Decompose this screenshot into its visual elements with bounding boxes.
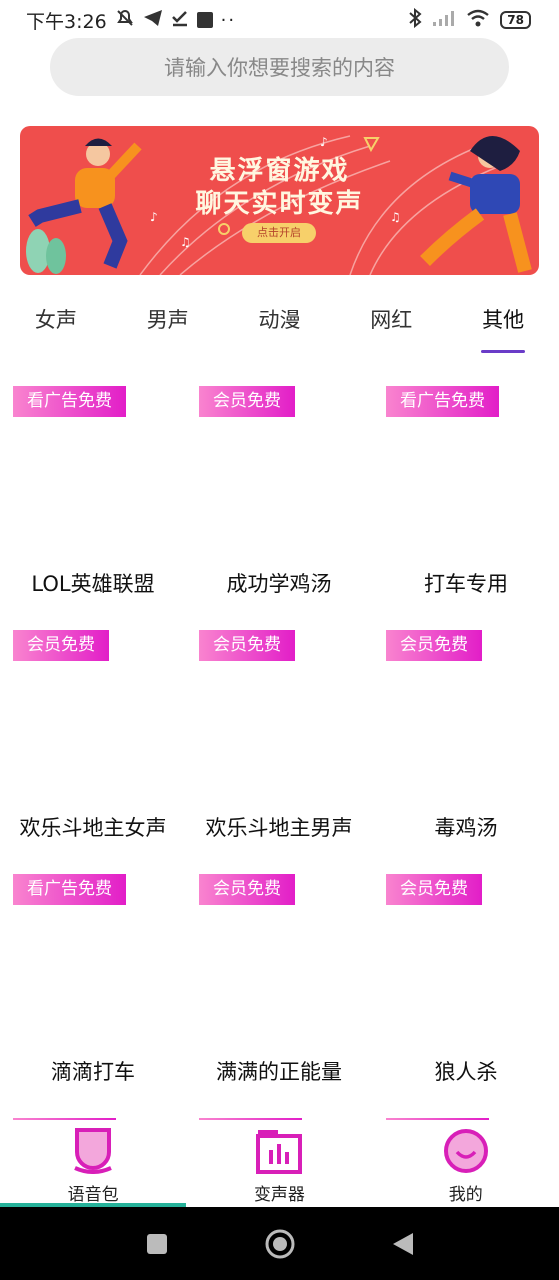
voice-pack-card[interactable]: 会员免费 成功学鸡汤 <box>186 386 372 630</box>
voice-pack-card[interactable]: 会员免费 毒鸡汤 <box>373 630 559 874</box>
status-bar: 下午3:26 ·· 78 <box>0 0 559 40</box>
dots-icon: ·· <box>220 9 237 31</box>
voice-pack-card[interactable]: 会员免费 欢乐斗地主女声 <box>0 630 186 874</box>
free-badge: 会员免费 <box>386 630 482 661</box>
free-badge: 会员免费 <box>199 874 295 905</box>
bluetooth-icon <box>408 7 422 33</box>
voice-pack-name: LOL英雄联盟 <box>31 572 155 596</box>
nav-voice-changer-label: 变声器 <box>253 1185 305 1205</box>
tab-other[interactable]: 其他 <box>482 308 525 332</box>
nav-profile[interactable]: 我的 <box>373 1120 559 1206</box>
voice-pack-name: 狼人杀 <box>434 1060 498 1084</box>
promo-banner[interactable]: ♪ ♫ ♪ ♫ 悬浮窗游戏 聊天实时变声 点击开启 <box>20 126 539 275</box>
voice-pack-name: 欢乐斗地主女声 <box>19 816 167 840</box>
nav-voice-changer[interactable]: 变声器 <box>186 1120 372 1206</box>
home-circle-icon <box>265 1229 294 1258</box>
profile-icon <box>442 1128 490 1178</box>
voice-pack-name: 毒鸡汤 <box>434 816 498 840</box>
free-badge: 看广告免费 <box>13 874 126 905</box>
square-icon <box>196 12 213 28</box>
svg-text:♫: ♫ <box>180 235 191 249</box>
battery-icon: 78 <box>500 11 531 29</box>
status-left: 下午3:26 ·· <box>26 7 236 34</box>
tab-influencer[interactable]: 网红 <box>370 308 413 332</box>
voice-pack-card[interactable]: 会员免费 欢乐斗地主男声 <box>186 630 372 874</box>
nav-active-indicator <box>0 1203 186 1207</box>
voice-pack-card[interactable]: 看广告免费 滴滴打车 <box>0 874 186 1118</box>
home-button[interactable] <box>264 1228 296 1260</box>
telegram-icon <box>143 9 163 32</box>
nav-voice-pack[interactable]: 语音包 <box>0 1120 186 1206</box>
banner-title-line1: 悬浮窗游戏 <box>209 156 350 186</box>
back-triangle-icon <box>392 1232 413 1255</box>
banner-open-button[interactable]: 点击开启 <box>242 223 316 243</box>
wifi-icon <box>466 9 490 32</box>
svg-text:♪: ♪ <box>320 135 328 149</box>
voice-pack-name: 成功学鸡汤 <box>226 572 332 596</box>
voice-pack-name: 打车专用 <box>424 572 508 596</box>
free-badge: 会员免费 <box>199 386 295 417</box>
nav-profile-label: 我的 <box>448 1185 483 1205</box>
free-badge: 看广告免费 <box>386 386 499 417</box>
voice-pack-icon <box>71 1128 115 1178</box>
free-badge: 会员免费 <box>13 630 109 661</box>
voice-pack-card[interactable]: 会员免费 狼人杀 <box>373 874 559 1118</box>
voice-pack-card[interactable]: 看广告免费 LOL英雄联盟 <box>0 386 186 630</box>
svg-text:♫: ♫ <box>390 210 401 224</box>
search-placeholder: 请输入你想要搜索的内容 <box>164 56 395 80</box>
nav-voice-pack-label: 语音包 <box>67 1185 119 1205</box>
recent-apps-button[interactable] <box>145 1232 169 1256</box>
svg-text:♪: ♪ <box>150 210 158 224</box>
tab-male[interactable]: 男声 <box>146 308 189 332</box>
free-badge: 会员免费 <box>386 874 482 905</box>
voice-pack-card[interactable]: 会员免费 满满的正能量 <box>186 874 372 1118</box>
tab-indicator <box>481 350 525 353</box>
free-badge: 看广告免费 <box>13 386 126 417</box>
voice-pack-name: 满满的正能量 <box>216 1060 342 1084</box>
system-nav-bar <box>0 1207 559 1280</box>
category-tabs: 女声 男声 动漫 网红 其他 <box>0 296 559 356</box>
status-right: 78 <box>408 7 531 33</box>
banner-title-line2: 聊天实时变声 <box>195 189 364 219</box>
status-time: 下午3:26 <box>26 10 107 33</box>
signal-icon <box>432 9 456 32</box>
check-icon <box>171 9 189 32</box>
tab-anime[interactable]: 动漫 <box>258 308 301 332</box>
tab-female[interactable]: 女声 <box>34 308 77 332</box>
back-button[interactable] <box>391 1231 415 1257</box>
voice-pack-card[interactable]: 看广告免费 打车专用 <box>373 386 559 630</box>
mute-bell-icon <box>115 8 135 33</box>
free-badge: 会员免费 <box>199 630 295 661</box>
search-input[interactable]: 请输入你想要搜索的内容 <box>50 38 509 96</box>
banner-illustration: ♪ ♫ ♪ ♫ <box>26 135 532 275</box>
square-nav-icon <box>146 1233 167 1254</box>
voice-changer-icon <box>255 1128 303 1178</box>
bottom-nav: 语音包 变声器 我的 <box>0 1120 559 1206</box>
voice-pack-name: 欢乐斗地主男声 <box>205 816 353 840</box>
voice-pack-name: 滴滴打车 <box>51 1060 135 1084</box>
